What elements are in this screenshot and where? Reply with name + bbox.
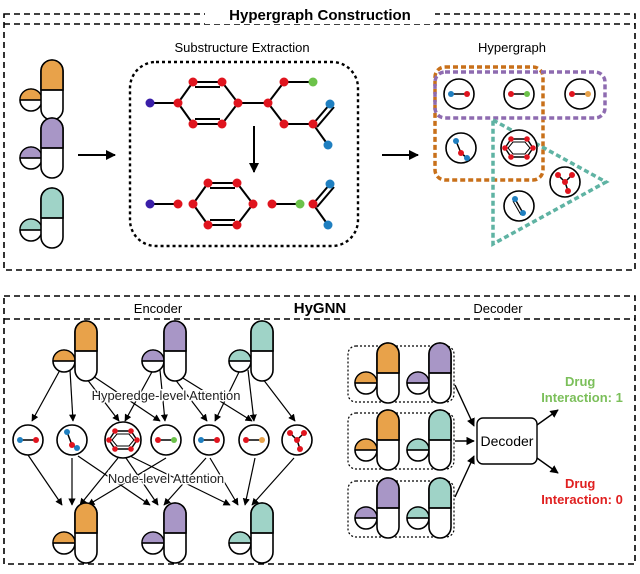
bottom-panel-title: HyGNN (294, 300, 347, 317)
output-positive-line-2: Interaction: 1 (541, 390, 623, 405)
decoder-box (476, 417, 538, 465)
encoder-node-1 (12, 424, 44, 456)
output-negative: Drug Interaction: 0 (541, 476, 623, 507)
hyperedge-attention-label: Hyperedge-level Attention (92, 388, 241, 403)
drug-capsule-orange (19, 59, 64, 121)
hypernode-4 (445, 132, 477, 164)
hypernode-2 (503, 78, 535, 110)
encoder-node-2 (56, 424, 88, 456)
encoder-node-ring (104, 421, 142, 459)
encoder-drug-orange-top (52, 320, 98, 382)
decoder-box-label: Decoder (481, 433, 534, 449)
output-positive: Drug Interaction: 1 (541, 374, 623, 405)
full-molecule (150, 81, 335, 146)
encoder-drug-teal-top (228, 320, 274, 382)
encoder-drug-purple-top (141, 320, 187, 382)
hyperedge-teal (491, 117, 610, 247)
hypernode-3 (564, 78, 596, 110)
hypergraph-label: Hypergraph (478, 40, 546, 55)
hypernode-ring (500, 129, 538, 167)
decoder-input-arrows (454, 384, 475, 498)
hypernode-6 (549, 166, 581, 198)
encoder-label: Encoder (134, 301, 183, 316)
hyperedge-orange (433, 65, 545, 182)
drug-pair-3 (347, 477, 455, 539)
top-panel: Hypergraph Construction Substructure Ext… (3, 4, 636, 271)
encoder-drug-purple-bottom (141, 502, 187, 564)
encoder-edges (27, 369, 296, 506)
encoder-node-5 (193, 424, 225, 456)
hypernode-1 (443, 78, 475, 110)
encoder-drug-orange-bottom (52, 502, 98, 564)
drug-capsule-teal (19, 187, 64, 249)
substructure-label: Substructure Extraction (174, 40, 309, 55)
encoder-node-6 (238, 424, 270, 456)
decoder-output-arrows (536, 409, 559, 474)
drug-capsule-purple (19, 117, 64, 179)
drug-pair-2 (347, 409, 455, 471)
substructure-box (128, 60, 360, 248)
output-negative-line-2: Interaction: 0 (541, 492, 623, 507)
hyperedge-purple (433, 70, 607, 120)
output-positive-line-1: Drug (565, 374, 595, 389)
hypernode-7 (503, 190, 535, 222)
drug-pair-1 (347, 342, 455, 404)
node-attention-label: Node-level Attention (108, 471, 224, 486)
encoder-node-7 (281, 424, 313, 456)
encoder-drug-teal-bottom (228, 502, 274, 564)
top-panel-title: Hypergraph Construction (229, 7, 411, 24)
decoder-label: Decoder (473, 301, 523, 316)
output-negative-line-1: Drug (565, 476, 595, 491)
bottom-panel: Encoder HyGNN Decoder (3, 295, 636, 565)
encoder-node-4 (150, 424, 182, 456)
